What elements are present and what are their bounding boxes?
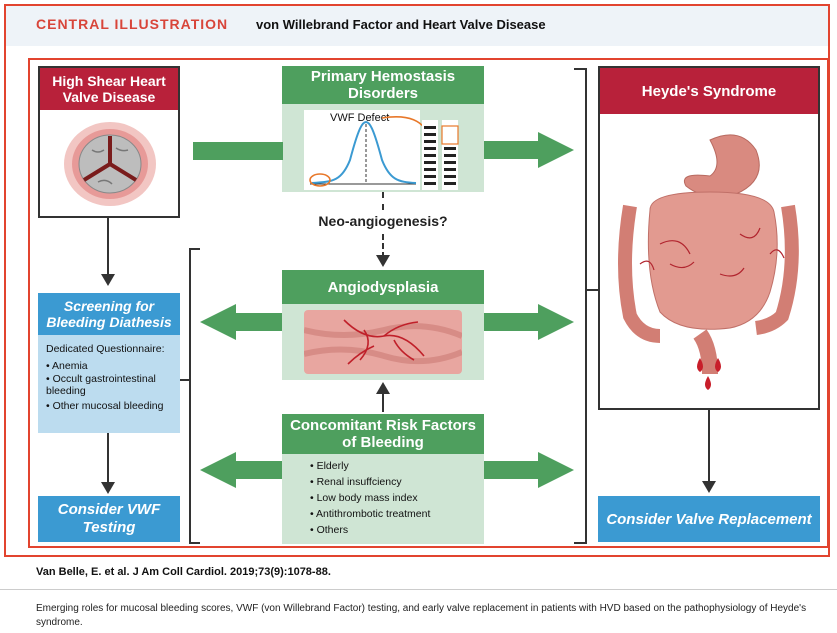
dashed-arrow-up bbox=[382, 192, 384, 210]
valve-replacement-box: Consider Valve Replacement bbox=[598, 496, 820, 542]
primary-title: Primary Hemostasis Disorders bbox=[282, 66, 484, 104]
high-shear-title: High Shear Heart Valve Disease bbox=[40, 68, 178, 110]
screening-body: Dedicated Questionnaire: • Anemia • Occu… bbox=[38, 335, 180, 433]
angiodysplasia-box: Angiodysplasia bbox=[282, 270, 484, 380]
gastrointestinal-illustration bbox=[618, 134, 799, 390]
header-bar bbox=[6, 6, 828, 46]
left-bracket bbox=[188, 248, 200, 544]
arrowhead-down-icon bbox=[101, 482, 115, 494]
arrowhead-down-icon bbox=[376, 255, 390, 267]
heyde-title: Heyde's Syndrome bbox=[600, 68, 818, 114]
screening-box: Screening for Bleeding Diathesis Dedicat… bbox=[38, 293, 180, 433]
figure-frame bbox=[4, 4, 830, 557]
arrowhead-up-icon bbox=[376, 382, 390, 394]
primary-body: VWF Defect bbox=[282, 104, 484, 192]
arrow-heyde-to-replacement bbox=[708, 410, 710, 484]
list-item: • Anemia bbox=[46, 360, 88, 372]
angiodysplasia-title: Angiodysplasia bbox=[282, 270, 484, 304]
angiodysplasia-illustration bbox=[304, 310, 462, 374]
header-title: von Willebrand Factor and Heart Valve Di… bbox=[256, 17, 546, 32]
arrow-risk-to-angio bbox=[382, 392, 384, 412]
vwf-distribution-curve bbox=[309, 120, 417, 187]
screening-title: Screening for Bleeding Diathesis bbox=[38, 293, 180, 335]
list-item: • Renal insuffciency bbox=[310, 476, 402, 488]
high-shear-box: High Shear Heart Valve Disease bbox=[38, 66, 180, 218]
risk-title: Concomitant Risk Factors of Bleeding bbox=[282, 414, 484, 454]
neo-angiogenesis-label: Neo-angiogenesis? bbox=[318, 213, 448, 229]
list-item: • Low body mass index bbox=[310, 492, 418, 504]
list-item: • Antithrombotic treatment bbox=[310, 508, 431, 520]
arrow-screening-to-vwf bbox=[107, 433, 109, 485]
arrow-angio-to-screening bbox=[200, 304, 282, 340]
dashed-arrow-down bbox=[382, 234, 384, 258]
screening-list: • Anemia • Occult gastrointestinal bleed… bbox=[46, 359, 172, 413]
arrow-primary-to-heyde bbox=[484, 132, 574, 168]
list-item: • Other mucosal bleeding bbox=[46, 400, 164, 412]
arrowhead-down-icon bbox=[702, 481, 716, 493]
right-bracket bbox=[574, 68, 598, 544]
arrow-valve-to-screening bbox=[107, 218, 109, 278]
list-item: • Elderly bbox=[310, 460, 349, 472]
bracket-connector bbox=[180, 379, 190, 381]
vwf-chart-panel: VWF Defect bbox=[304, 110, 420, 190]
screening-subtitle: Dedicated Questionnaire: bbox=[46, 343, 165, 355]
caption: Emerging roles for mucosal bleeding scor… bbox=[36, 603, 807, 628]
risk-list: • Elderly • Renal insuffciency • Low bod… bbox=[310, 458, 484, 538]
consider-vwf-box: Consider VWF Testing bbox=[38, 496, 180, 542]
list-item: • Others bbox=[310, 524, 349, 536]
footer-divider bbox=[0, 589, 837, 590]
electrophoresis-bands-icon bbox=[422, 120, 459, 190]
arrowhead-down-icon bbox=[101, 274, 115, 286]
arrow-risk-to-right bbox=[484, 452, 574, 488]
angiodysplasia-body bbox=[282, 304, 484, 380]
primary-hemostasis-box: Primary Hemostasis Disorders VWF Defect bbox=[282, 66, 484, 192]
arrow-angio-to-heyde bbox=[484, 304, 574, 340]
citation: Van Belle, E. et al. J Am Coll Cardiol. … bbox=[36, 566, 331, 578]
arrow-valve-to-primary bbox=[193, 142, 283, 160]
risk-factors-box: Concomitant Risk Factors of Bleeding • E… bbox=[282, 414, 484, 544]
heyde-box: Heyde's Syndrome bbox=[598, 66, 820, 410]
vwf-defect-label: VWF Defect bbox=[330, 112, 390, 124]
arrow-risk-to-left bbox=[200, 452, 282, 488]
risk-body: • Elderly • Renal insuffciency • Low bod… bbox=[282, 454, 484, 544]
header-label: CENTRAL ILLUSTRATION bbox=[36, 16, 229, 32]
list-item: • Occult gastrointestinal bleeding bbox=[46, 373, 156, 397]
heart-valve-illustration bbox=[64, 122, 156, 206]
